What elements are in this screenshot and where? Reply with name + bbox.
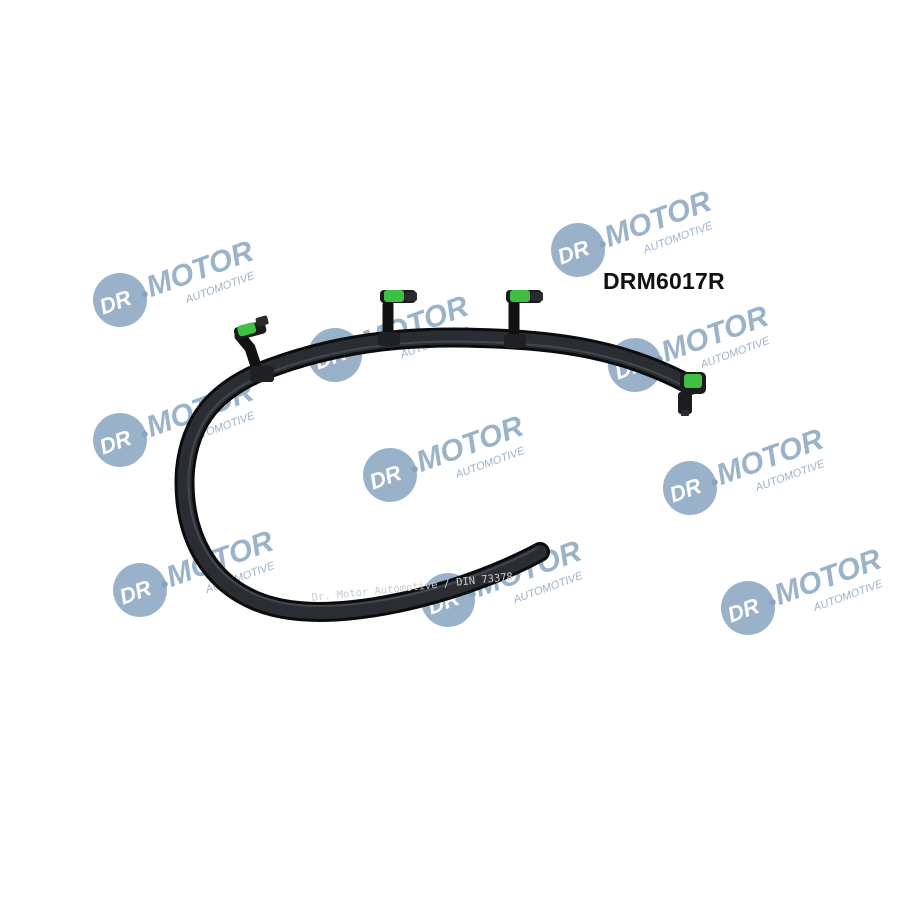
part-number-label: DRM6017R [603,268,725,294]
branch-connector-1 [233,315,274,382]
end-connector [678,372,706,416]
branch-connector-2 [378,290,417,346]
branch-connector-3 [504,290,543,348]
